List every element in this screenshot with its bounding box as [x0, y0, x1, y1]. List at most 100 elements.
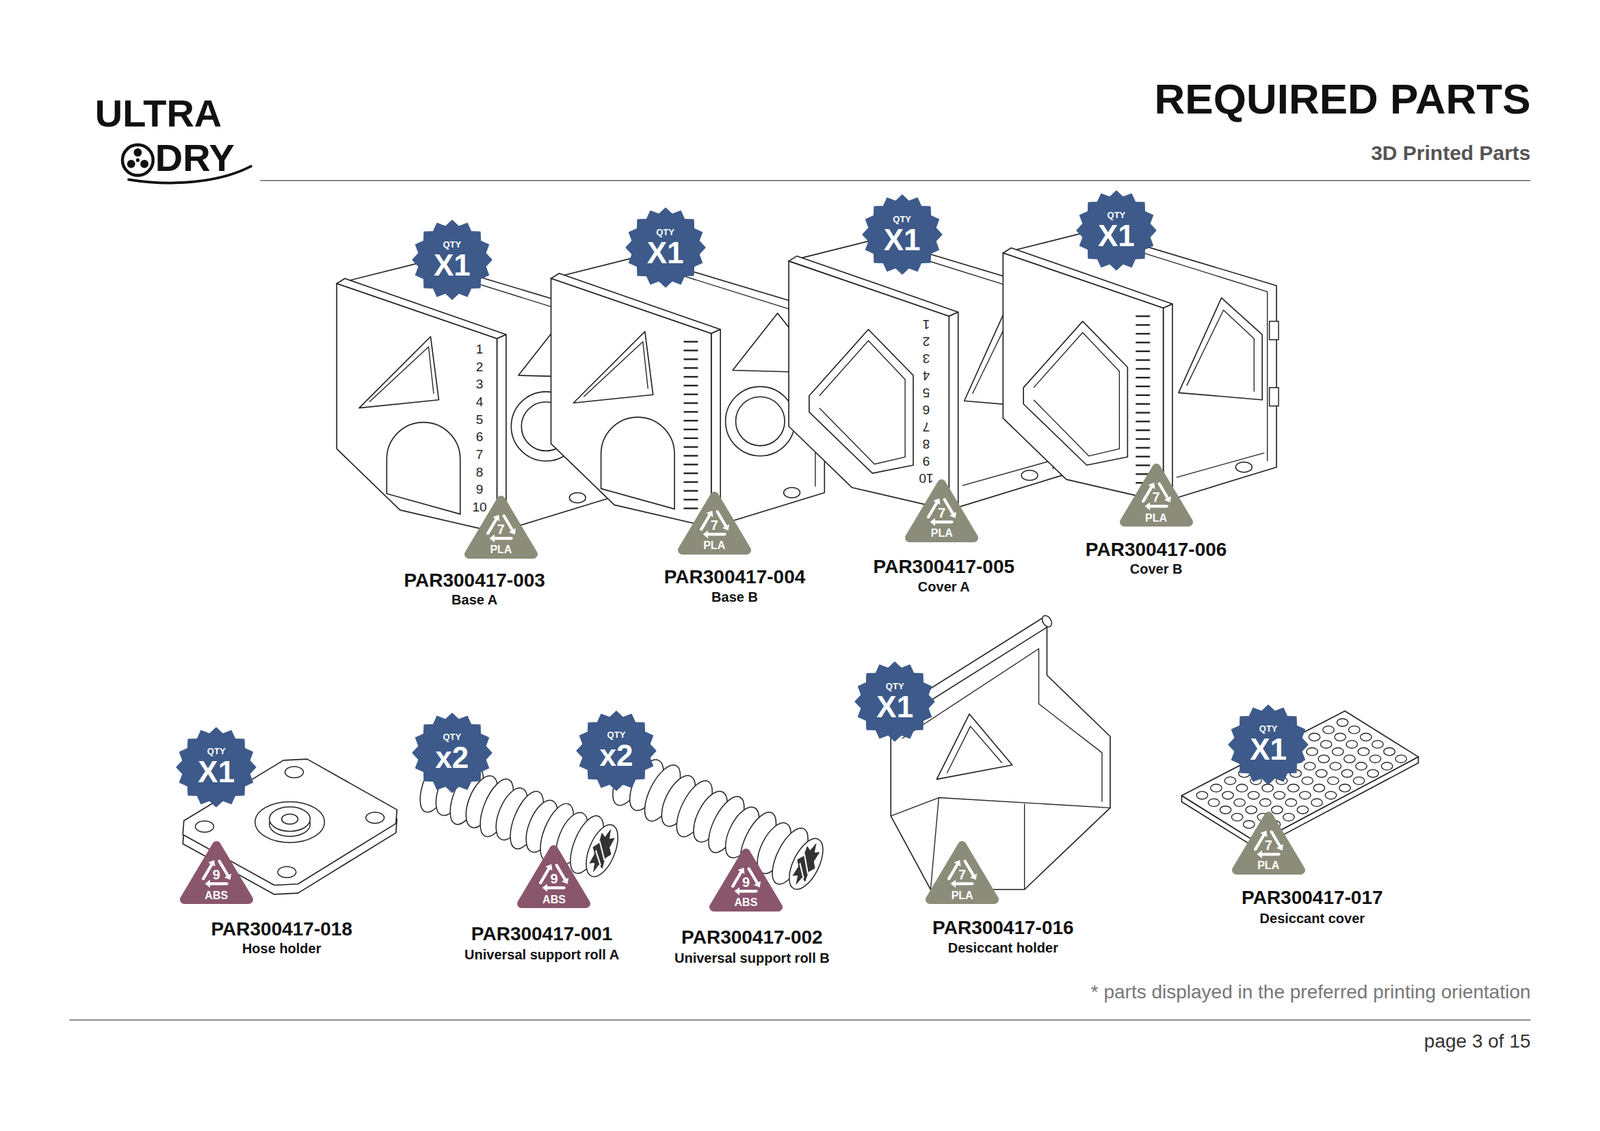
housing-tab [1269, 387, 1279, 407]
material-name: ABS [734, 897, 758, 909]
vent-hole [1296, 806, 1308, 815]
badge-star [1076, 190, 1157, 271]
housing-foot [783, 487, 801, 498]
vent-hole [1367, 769, 1379, 778]
page-subtitle: 3D Printed Parts [1370, 142, 1531, 165]
resin-code: 7 [497, 522, 505, 537]
part-number: PAR300417-004 [664, 567, 806, 588]
recycle-arrow [1270, 832, 1280, 847]
logo-reel-hole [140, 160, 149, 169]
footnote: * parts displayed in the preferred print… [1091, 982, 1531, 1003]
mount-hole [277, 866, 297, 878]
housing-edge [1163, 304, 1173, 503]
vent-hole [1369, 755, 1381, 763]
housing-window-edge [819, 340, 906, 464]
recycle-arrow [1143, 487, 1152, 503]
scale-tick [683, 367, 698, 369]
vent-hole [1348, 726, 1360, 734]
vent-hole [1208, 798, 1219, 807]
quantity-caption: QTY [442, 732, 462, 742]
housing-ring [725, 386, 795, 456]
scale-tick [1135, 447, 1150, 449]
material-badge: 7PLA [1231, 811, 1306, 877]
resin-code: 7 [1152, 490, 1161, 505]
scale-tick [1135, 411, 1150, 414]
boss [269, 807, 311, 832]
material-badge: 7PLA [464, 495, 538, 561]
recycle-arrow [1255, 835, 1264, 850]
recycle-arrow [504, 515, 513, 531]
scale-number: 6 [476, 430, 484, 444]
vent-hole [1334, 733, 1346, 741]
material-name: PLA [703, 540, 726, 552]
vent-hole [1360, 733, 1372, 741]
quantity-value: X1 [1249, 734, 1287, 765]
quantity-badge: QTYX1 [1076, 190, 1157, 271]
part-number: PAR300417-003 [403, 570, 546, 591]
housing-drawing [1002, 230, 1279, 503]
recycle-arrowhead [224, 874, 232, 881]
scale-number: 3 [922, 352, 931, 366]
logo-word: DRY [155, 138, 235, 179]
housing-window-edge [369, 346, 434, 403]
vent-hole [1301, 777, 1313, 785]
vent-hole [1262, 784, 1274, 793]
vent-hole [1234, 798, 1245, 807]
scale-tick [1135, 333, 1150, 335]
housing-foot [1021, 470, 1038, 481]
recycle-arrow [948, 865, 957, 880]
boss-hole [281, 814, 299, 825]
housing-drawing [551, 255, 828, 528]
quantity-caption: QTY [1107, 210, 1126, 220]
recycle-arrowhead [561, 878, 569, 885]
recycle-arrowhead [545, 864, 553, 871]
material-badge: 9ABS [517, 844, 591, 910]
part-name: Base A [451, 593, 498, 608]
scale-tick [683, 394, 698, 396]
housing-panel [336, 283, 497, 533]
quantity-badge: QTYX1 [862, 194, 942, 275]
quantity-caption: QTY [1259, 724, 1278, 734]
holder-rod-end [1040, 614, 1055, 630]
recycle-arrowhead [1256, 850, 1263, 860]
resin-code: 7 [710, 518, 719, 533]
quantity-value: x2 [599, 740, 634, 771]
recycle-arrow [935, 520, 952, 524]
logo-reel-hub [136, 158, 140, 163]
housing-cutout [386, 422, 460, 515]
housing-window-edge [1186, 309, 1254, 392]
scale-tick [683, 376, 698, 378]
holder-rim [902, 649, 1103, 803]
vent-hole [1273, 791, 1285, 799]
recycle-arrow [928, 502, 938, 518]
recycle-arrowhead [753, 881, 761, 888]
roll-section [584, 826, 620, 875]
material-name: PLA [930, 528, 953, 540]
housing-floor [962, 461, 1051, 486]
roll-hatch [591, 850, 606, 867]
roll-gear [788, 840, 825, 889]
scale-number: 5 [922, 386, 931, 400]
logo-reel [122, 145, 154, 176]
scale-tick [683, 420, 698, 422]
recycle-arrow [955, 883, 973, 886]
recycle-arrowhead [969, 874, 977, 881]
part-number: PAR300417-001 [471, 924, 613, 945]
resin-code: 7 [1264, 838, 1273, 853]
housing-ring [736, 396, 786, 447]
scale-number: 8 [922, 437, 931, 451]
recycle-arrow [556, 866, 566, 881]
quantity-caption: QTY [207, 746, 226, 756]
recycle-arrowhead [542, 884, 548, 893]
vent-hole [1357, 748, 1369, 756]
scale-number: 1 [476, 342, 484, 356]
scale-number: 2 [922, 335, 931, 349]
housing-window [1023, 321, 1128, 466]
recycle-arrowhead [1163, 496, 1171, 503]
recycle-arrow [716, 511, 726, 527]
vent-hole [1341, 769, 1353, 778]
recycle-arrow [547, 887, 565, 890]
scale-tick [683, 454, 698, 457]
material-badge: 7PLA [1119, 463, 1193, 529]
vent-hole [1260, 798, 1271, 807]
